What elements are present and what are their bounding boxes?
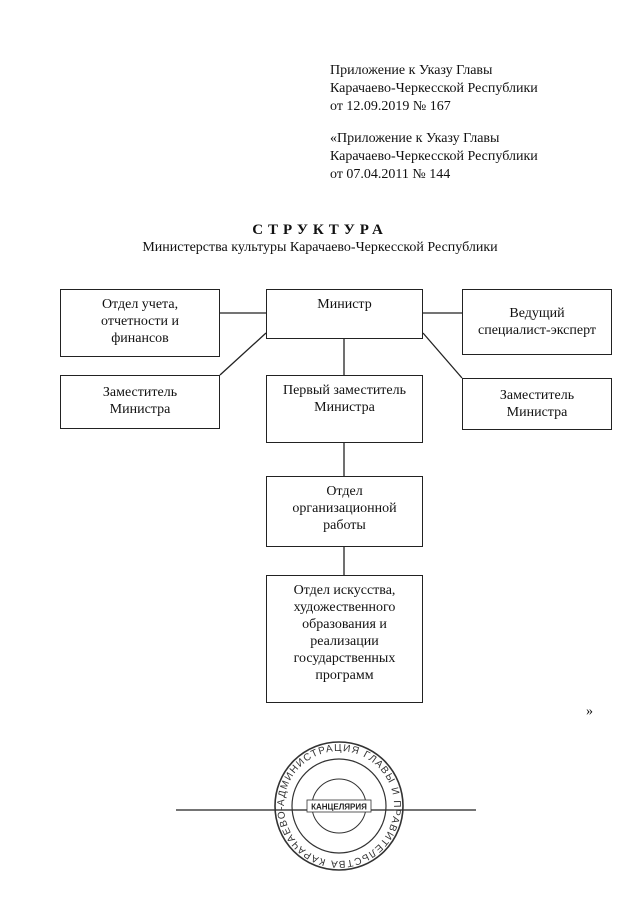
- box-line: Министр: [317, 297, 372, 312]
- official-seal-stamp: АДМИНИСТРАЦИЯ ГЛАВЫ И ПРАВИТЕЛЬСТВА КАРА…: [273, 740, 404, 871]
- box-line: Ведущий: [509, 306, 565, 321]
- header-line: «Приложение к Указу Главы: [330, 131, 500, 146]
- box-line: Отдел искусства,: [293, 583, 396, 598]
- box-line: Заместитель: [102, 385, 178, 400]
- box-line: Министра: [314, 400, 375, 415]
- box-line: финансов: [111, 331, 169, 346]
- box-line: реализации: [310, 634, 379, 649]
- closing-quote: »: [586, 704, 593, 719]
- header-line: от 12.09.2019 № 167: [330, 99, 451, 114]
- appendix-header-original: «Приложение к Указу Главы Карачаево-Черк…: [330, 130, 538, 184]
- deputy-right-box: Заместитель Министра: [462, 378, 612, 430]
- svg-text:КАНЦЕЛЯРИЯ: КАНЦЕЛЯРИЯ: [311, 803, 367, 812]
- header-line: Карачаево-Черкесской Республики: [330, 149, 538, 164]
- header-line: Приложение к Указу Главы: [330, 63, 493, 78]
- arts-department-box: Отдел искусства, художественного образов…: [266, 575, 423, 703]
- box-line: Отдел учета,: [101, 297, 179, 312]
- document-subtitle: Министерства культуры Карачаево-Черкесск…: [142, 240, 498, 255]
- minister-box: Министр: [266, 289, 423, 339]
- box-line: образования и: [302, 617, 387, 632]
- box-line: отчетности и: [101, 314, 179, 329]
- org-department-box: Отдел организационной работы: [266, 476, 423, 547]
- box-line: государственных: [293, 651, 396, 666]
- box-line: художественного: [293, 600, 396, 615]
- box-line: специалист-эксперт: [477, 323, 597, 338]
- box-line: Министра: [506, 405, 568, 420]
- header-line: от 07.04.2011 № 144: [330, 167, 451, 182]
- box-line: Заместитель: [499, 388, 575, 403]
- box-line: Первый заместитель: [282, 383, 407, 398]
- connector-minister-deputy-right: [422, 332, 463, 379]
- box-line: работы: [323, 518, 366, 533]
- appendix-header-current: Приложение к Указу Главы Карачаево-Черке…: [330, 62, 538, 116]
- box-line: Министра: [109, 402, 171, 417]
- document-title: СТРУКТУРА: [252, 222, 388, 238]
- finance-department-box: Отдел учета, отчетности и финансов: [60, 289, 220, 357]
- connector-minister-deputy-left: [219, 332, 267, 376]
- box-line: программ: [315, 668, 374, 683]
- header-line: Карачаево-Черкесской Республики: [330, 81, 538, 96]
- box-line: Отдел: [326, 484, 363, 499]
- first-deputy-box: Первый заместитель Министра: [266, 375, 423, 443]
- lead-specialist-box: Ведущий специалист-эксперт: [462, 289, 612, 355]
- deputy-left-box: Заместитель Министра: [60, 375, 220, 429]
- box-line: организационной: [292, 501, 397, 516]
